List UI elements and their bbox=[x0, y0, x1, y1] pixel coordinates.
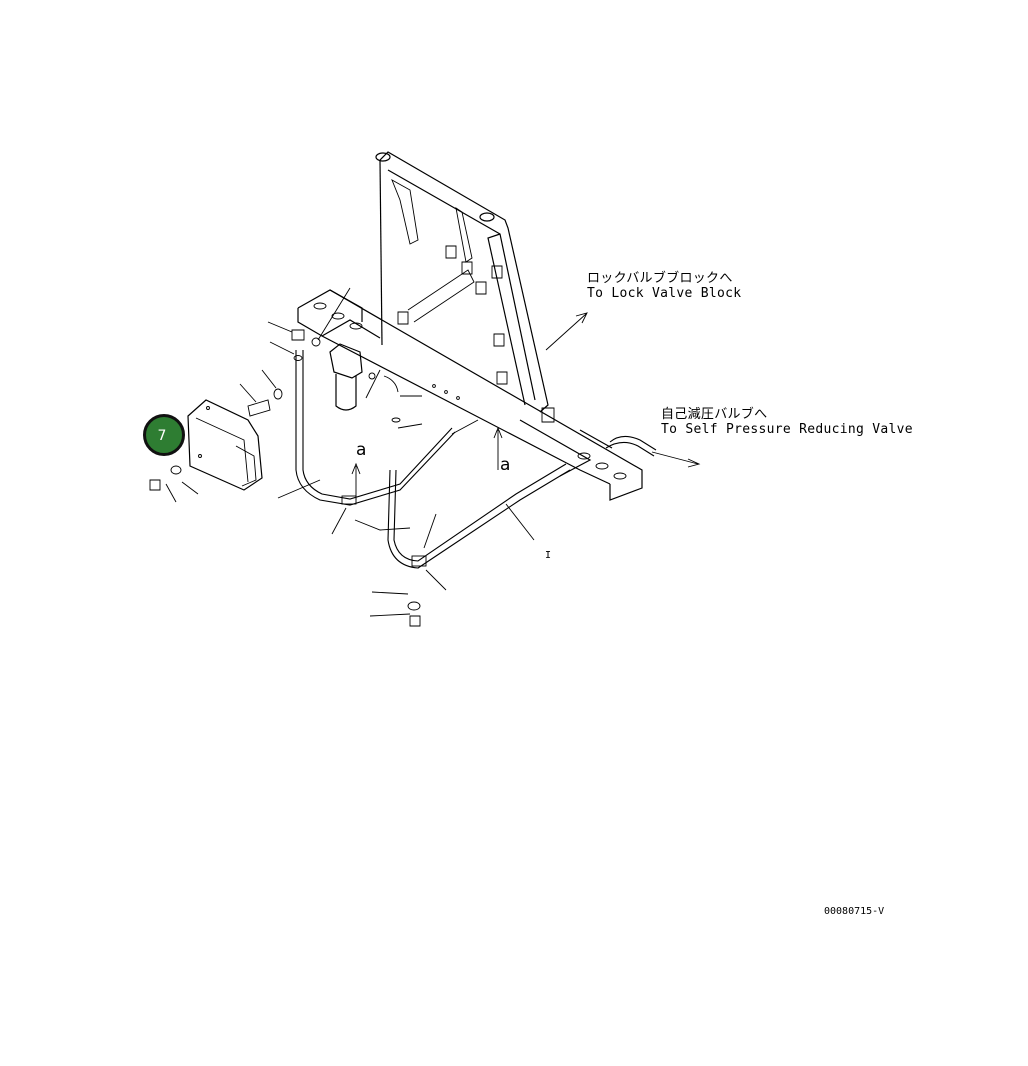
callout-lock-valve-block: ロックバルブブロックへ To Lock Valve Block bbox=[587, 271, 741, 301]
leader-lines bbox=[165, 287, 535, 617]
callout-self-pressure-valve: 自己減圧バルブへ To Self Pressure Reducing Valve bbox=[661, 407, 913, 437]
view-arrows bbox=[351, 312, 701, 500]
drawing-part-number: 00080715-V bbox=[824, 906, 885, 917]
bracket-plate bbox=[375, 151, 555, 423]
callout-self-pressure-jp: 自己減圧バルブへ bbox=[661, 407, 768, 422]
callout-lock-valve-en: To Lock Valve Block bbox=[587, 286, 742, 301]
badge-value: 7 bbox=[157, 428, 167, 444]
filter-and-fittings bbox=[149, 329, 421, 627]
leader-label: I bbox=[545, 550, 552, 561]
hose-assembly bbox=[295, 350, 657, 569]
callout-self-pressure-en: To Self Pressure Reducing Valve bbox=[661, 422, 913, 437]
frame-beam bbox=[297, 289, 643, 501]
callout-lock-valve-jp: ロックバルブブロックへ bbox=[587, 271, 733, 286]
cover-plate bbox=[187, 399, 263, 491]
item-number-badge[interactable]: 7 bbox=[143, 414, 185, 456]
view-mark-right: a bbox=[500, 455, 511, 475]
view-mark-left: a bbox=[356, 440, 367, 460]
